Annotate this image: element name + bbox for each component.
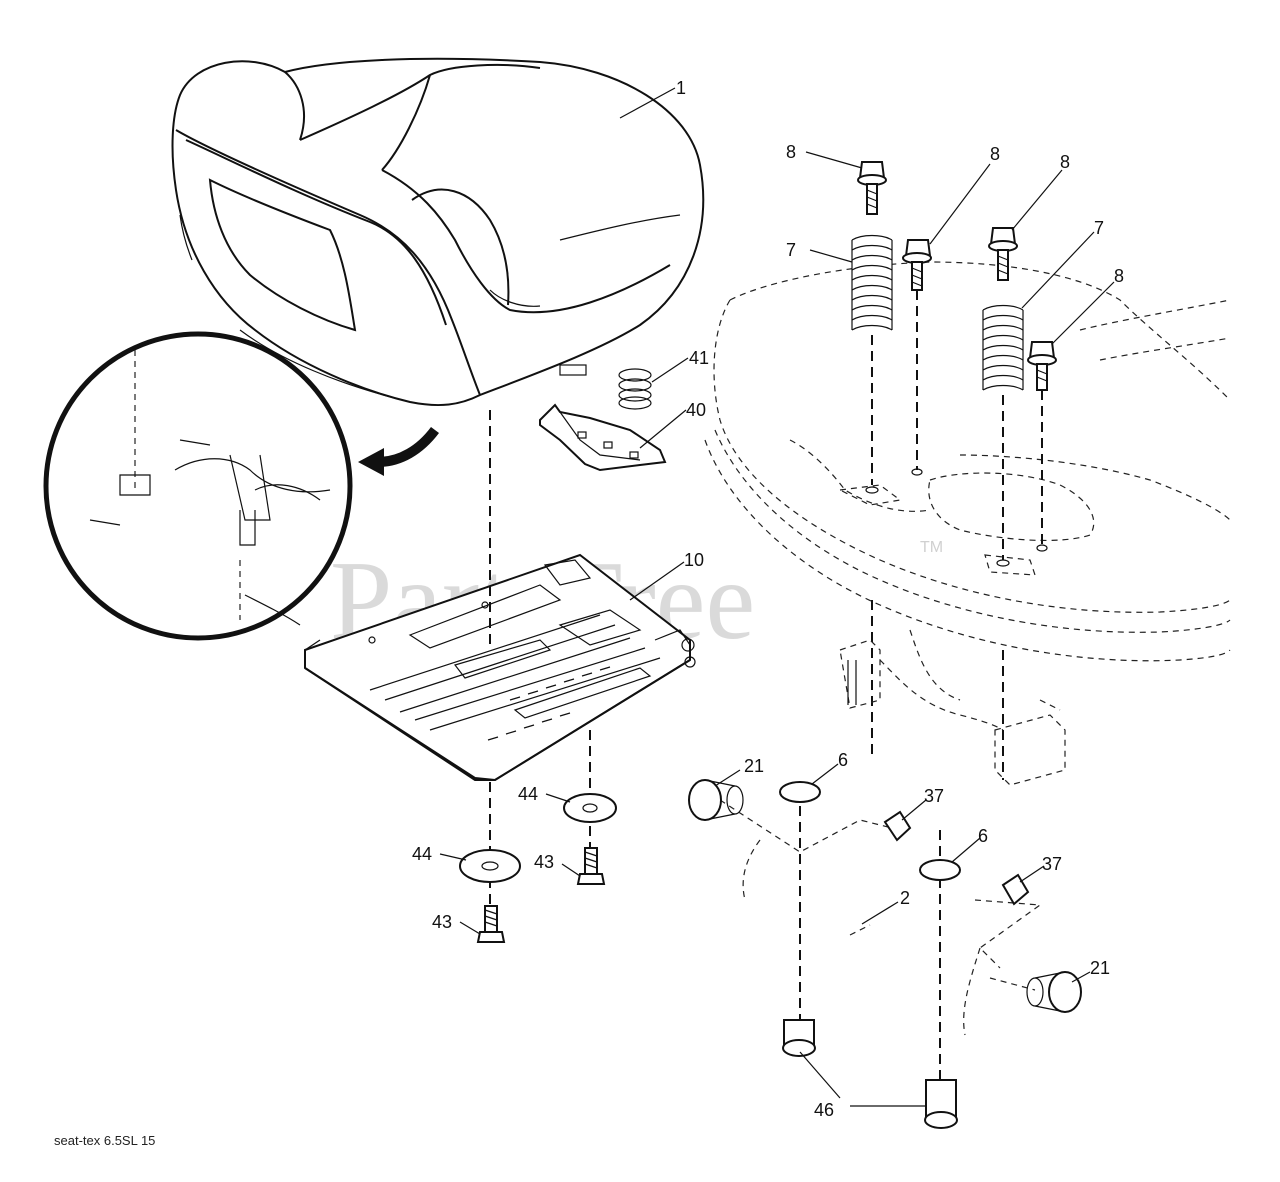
- bolt-part-43-b: [476, 905, 506, 943]
- washer-part-6-a: [779, 781, 821, 803]
- callout-40: 40: [686, 400, 706, 420]
- bushing-part-21-b: [989, 971, 1082, 1013]
- leader-2: [861, 901, 899, 925]
- pin-part-46-a: [782, 1019, 816, 1057]
- bolt-part-43-a: [576, 847, 606, 885]
- leader-7-a: [809, 249, 853, 263]
- callout-43-a: 43: [534, 852, 554, 872]
- bolt-part-8-a: [857, 161, 887, 215]
- callout-2: 2: [900, 888, 910, 908]
- callout-41: 41: [689, 348, 709, 368]
- leader-44-b: [439, 853, 467, 861]
- leader-6-a: [811, 763, 839, 785]
- callout-44-a: 44: [518, 784, 538, 804]
- clip-part-37-b: [1001, 873, 1030, 906]
- bushing-part-21-a: [688, 779, 744, 821]
- frame-part-2: [719, 799, 1042, 1036]
- bolt-part-8-c: [988, 227, 1018, 281]
- washer-part-44-b: [459, 849, 521, 883]
- seat-pan-part-10: [304, 553, 696, 782]
- bolt-part-8-b: [902, 239, 932, 291]
- leader-46-a: [799, 1051, 841, 1099]
- leader-43-a: [561, 863, 581, 877]
- leader-8-c: [1011, 169, 1063, 231]
- detail-view-circle: [43, 331, 353, 641]
- drawing-id: seat-tex 6.5SL 15: [54, 1133, 155, 1148]
- leader-44-a: [545, 793, 571, 803]
- callout-8-c: 8: [1060, 152, 1070, 172]
- bolt-part-8-d: [1027, 341, 1057, 391]
- callout-21-b: 21: [1090, 958, 1110, 978]
- callout-7-b: 7: [1094, 218, 1104, 238]
- leader-43-b: [459, 921, 481, 935]
- leader-1: [619, 87, 676, 119]
- callout-8-b: 8: [990, 144, 1000, 164]
- leader-8-b: [929, 163, 991, 245]
- leader-6-b: [951, 837, 981, 863]
- callout-8-d: 8: [1114, 266, 1124, 286]
- leader-37-a: [901, 799, 927, 821]
- callout-1: 1: [676, 78, 686, 98]
- callout-37-b: 37: [1042, 854, 1062, 874]
- callout-21-a: 21: [744, 756, 764, 776]
- pin-part-46-b: [924, 1079, 958, 1129]
- mount-bracket: [839, 629, 1066, 786]
- detail-arrow-icon: [358, 426, 439, 476]
- washer-part-6-b: [919, 859, 961, 881]
- callout-46: 46: [814, 1100, 834, 1120]
- callout-43-b: 43: [432, 912, 452, 932]
- leader-10: [629, 561, 685, 601]
- callout-44-b: 44: [412, 844, 432, 864]
- callout-10: 10: [684, 550, 704, 570]
- callout-7-a: 7: [786, 240, 796, 260]
- callout-37-a: 37: [924, 786, 944, 806]
- spring-part-7-b: [982, 304, 1024, 391]
- spring-part-41: [618, 368, 652, 410]
- leader-8-d: [1051, 281, 1115, 345]
- callout-6-a: 6: [838, 750, 848, 770]
- seat-part-1: [171, 57, 705, 407]
- bracket-part-40: [539, 403, 667, 472]
- leader-41: [651, 357, 689, 383]
- spring-part-7-a: [851, 234, 893, 334]
- fender-outline: [704, 261, 1231, 662]
- watermark-trademark: TM: [920, 539, 943, 556]
- callout-6-b: 6: [978, 826, 988, 846]
- leader-40: [639, 409, 687, 449]
- leader-21-b: [1071, 971, 1091, 983]
- leader-21-a: [714, 769, 741, 787]
- callout-8-a: 8: [786, 142, 796, 162]
- leader-8-a: [805, 151, 863, 169]
- leader-37-b: [1019, 865, 1045, 883]
- leader-7-b: [1021, 231, 1095, 309]
- washer-part-44-a: [563, 793, 617, 823]
